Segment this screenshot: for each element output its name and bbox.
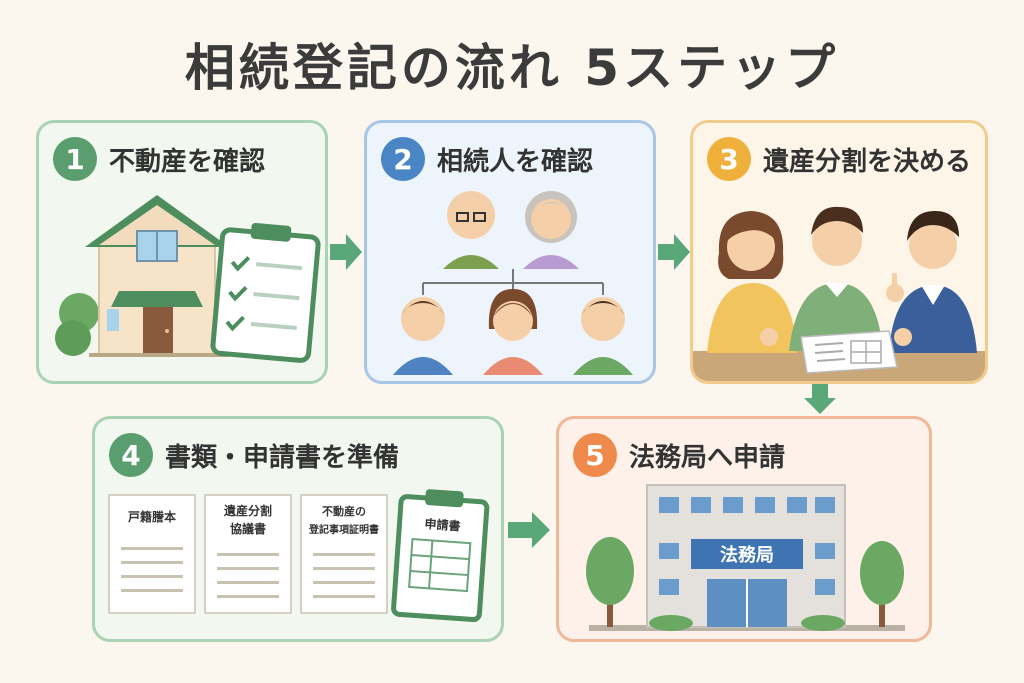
tree-left-icon [586, 537, 634, 627]
partition-agreement-document-icon: 遺産分割 協議書 [204, 494, 292, 614]
step-5-header: 5 法務局へ申請 [573, 433, 785, 477]
agreement-document-icon [800, 330, 898, 374]
step-4-label: 書類・申請書を準備 [165, 442, 400, 473]
step-5-label: 法務局へ申請 [629, 442, 786, 473]
step-1-number: 1 [53, 137, 97, 181]
house-illustration [55, 195, 321, 363]
child-1-icon [393, 297, 453, 375]
documents-illustration: 戸籍謄本 遺産分割 協議書 不動産の 登記事項証明書 [108, 489, 490, 623]
doc-4-label: 申請書 [424, 516, 461, 533]
building-sign: 法務局 [720, 544, 774, 566]
page-title: 相続登記の流れ 5ステップ [184, 39, 840, 97]
woman-icon [707, 211, 797, 353]
step-5-card: 5 法務局へ申請 法務局 [556, 416, 932, 642]
step-3-card: 3 遺産分割を決める [690, 120, 988, 384]
doc-3-label-line2: 登記事項証明書 [308, 523, 379, 536]
arrow-step1-to-step2 [330, 234, 362, 270]
doc-3-label-line1: 不動産の [322, 504, 366, 518]
step-1-label: 不動産を確認 [109, 146, 266, 177]
koseki-document-icon: 戸籍謄本 [108, 494, 196, 614]
building-icon: 法務局 [646, 484, 846, 628]
grandmother-icon [523, 191, 579, 269]
step-1-header: 1 不動産を確認 [53, 137, 265, 181]
child-3-icon [573, 297, 633, 375]
step-2-header: 2 相続人を確認 [381, 137, 593, 181]
step-5-number: 5 [573, 433, 617, 477]
tree-right-icon [860, 541, 904, 627]
step-1-card: 1 不動産を確認 [36, 120, 328, 384]
grandfather-icon [443, 191, 499, 269]
step-3-number: 3 [707, 137, 751, 181]
doc-2-label-line2: 協議書 [230, 521, 266, 536]
legal-affairs-bureau-illustration: 法務局 [586, 484, 905, 631]
step-2-label: 相続人を確認 [437, 146, 594, 177]
doc-2-label-line1: 遺産分割 [223, 503, 272, 518]
step-2-number: 2 [381, 137, 425, 181]
step-3-label: 遺産分割を決める [763, 146, 972, 177]
step-4-card: 4 書類・申請書を準備 戸籍謄本 遺産分割 協議書 不動産の 登記事項証明書 [92, 416, 504, 642]
step-4-header: 4 書類・申請書を準備 [109, 433, 399, 477]
arrow-step3-to-step5 [804, 384, 836, 414]
arrow-step4-to-step5 [508, 512, 550, 548]
arrow-step2-to-step3 [658, 234, 690, 270]
step-4-number: 4 [109, 433, 153, 477]
discussion-illustration [693, 206, 985, 381]
family-tree-illustration [393, 191, 633, 375]
checklist-clipboard-icon [210, 222, 321, 363]
application-clipboard-icon: 申請書 [391, 489, 490, 623]
child-2-icon [483, 289, 543, 375]
step-3-header: 3 遺産分割を決める [707, 137, 971, 181]
doc-1-label: 戸籍謄本 [128, 509, 176, 524]
man-icon [789, 206, 883, 351]
step-2-card: 2 相続人を確認 [364, 120, 656, 384]
registry-certificate-document-icon: 不動産の 登記事項証明書 [300, 494, 388, 614]
